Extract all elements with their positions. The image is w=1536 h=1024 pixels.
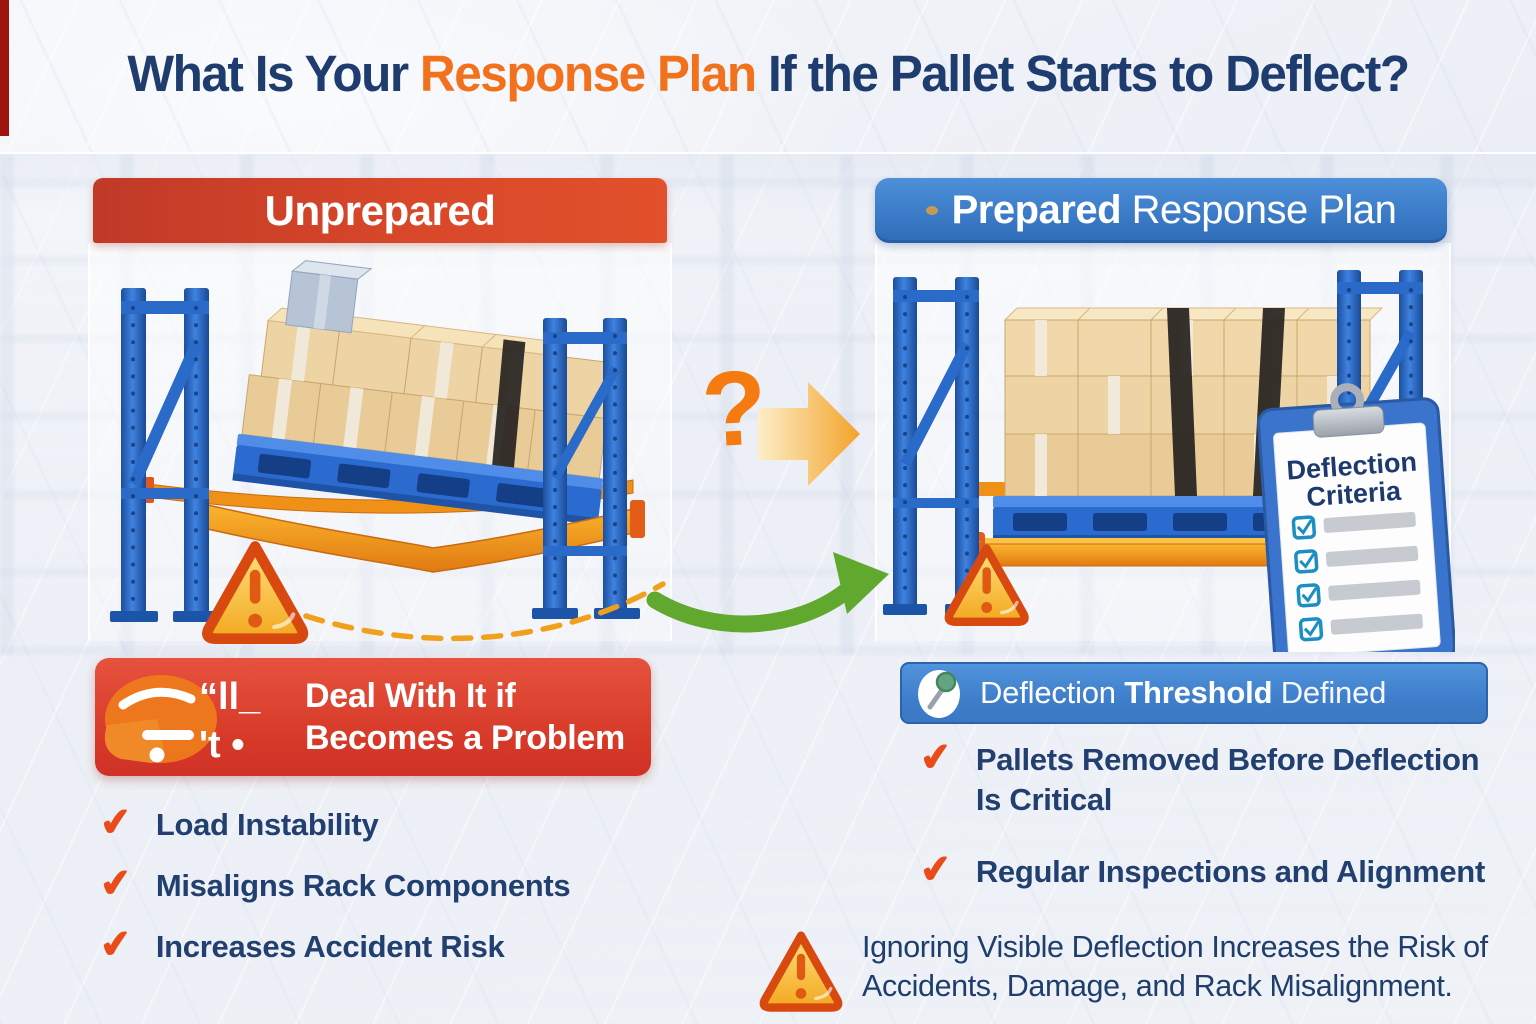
page-title: What Is Your Response Plan If the Pallet… <box>23 44 1513 103</box>
prepared-callout-text: Deflection Threshold Defined <box>980 675 1387 710</box>
warning-triangle-icon <box>944 544 1029 627</box>
clipboard-checklist-rows <box>1291 511 1423 642</box>
check-icon: ✔ <box>917 735 954 781</box>
gold-arrow-icon <box>758 382 860 486</box>
check-icon: ✔ <box>917 847 954 893</box>
magnifier-badge-icon <box>918 670 960 718</box>
unprepared-callout: “ll_ 't • Deal With It if Becomes a Prob… <box>95 658 651 776</box>
hard-hat-glitch-icon: “ll_ 't • <box>104 675 261 766</box>
check-icon: ✔ <box>97 922 134 968</box>
left-edge-accent <box>0 0 9 136</box>
unprepared-header-label: Unprepared <box>264 186 496 234</box>
prepared-checklist: ✔ Pallets Removed Before Deflection Is C… <box>917 735 1495 924</box>
unprepared-checklist: ✔ Load Instability ✔ Misaligns Rack Comp… <box>97 800 571 988</box>
tilted-pallet-load <box>232 260 615 526</box>
list-item: ✔ Load Instability <box>97 800 379 846</box>
title-part2: If the Pallet Starts to Deflect? <box>755 45 1410 102</box>
cargo-strap <box>492 339 526 468</box>
rack-upright-right <box>532 318 640 619</box>
list-item: ✔ Increases Accident Risk <box>97 922 505 968</box>
unprepared-callout-text: Deal With It if Becomes a Problem <box>305 677 625 757</box>
glitch-glyphs-bottom: 't • <box>199 724 245 766</box>
clipboard-title-line2: Criteria <box>1305 476 1402 513</box>
list-item: ✔ Pallets Removed Before Deflection Is C… <box>917 735 1480 817</box>
stable-rack-illustration: Deflection Criteria <box>883 270 1455 652</box>
prepared-callout: Deflection Threshold Defined <box>900 662 1488 724</box>
warning-triangle-icon <box>202 541 309 644</box>
title-highlight: Response Plan <box>419 45 757 102</box>
deflection-dashed-line <box>303 581 666 642</box>
warning-triangle-icon <box>759 931 843 1012</box>
unprepared-header: Unprepared <box>93 178 667 243</box>
deflection-criteria-clipboard: Deflection Criteria <box>1257 383 1455 652</box>
blue-pallet <box>232 433 604 526</box>
bullet-icon <box>925 206 938 215</box>
check-icon: ✔ <box>97 861 134 907</box>
rack-upright-left <box>883 277 989 615</box>
check-icon: ✔ <box>97 800 134 846</box>
list-item: ✔ Misaligns Rack Components <box>97 861 571 907</box>
gray-box <box>285 260 373 334</box>
footer-warning: Ignoring Visible Deflection Increases th… <box>758 928 1536 1016</box>
prepared-header-label: Prepared Response Plan <box>951 188 1397 232</box>
list-item: ✔ Regular Inspections and Alignment <box>917 847 1485 893</box>
green-arrow-icon <box>646 552 889 633</box>
prepared-header: Prepared Response Plan <box>875 178 1447 243</box>
glitch-glyphs-top: “ll_ <box>199 676 261 718</box>
title-part1: What Is Your <box>127 45 420 102</box>
sagging-rack-illustration <box>110 260 666 644</box>
footer-warning-text: Ignoring Visible Deflection Increases th… <box>862 930 1488 1003</box>
rack-upright-left <box>110 288 221 622</box>
